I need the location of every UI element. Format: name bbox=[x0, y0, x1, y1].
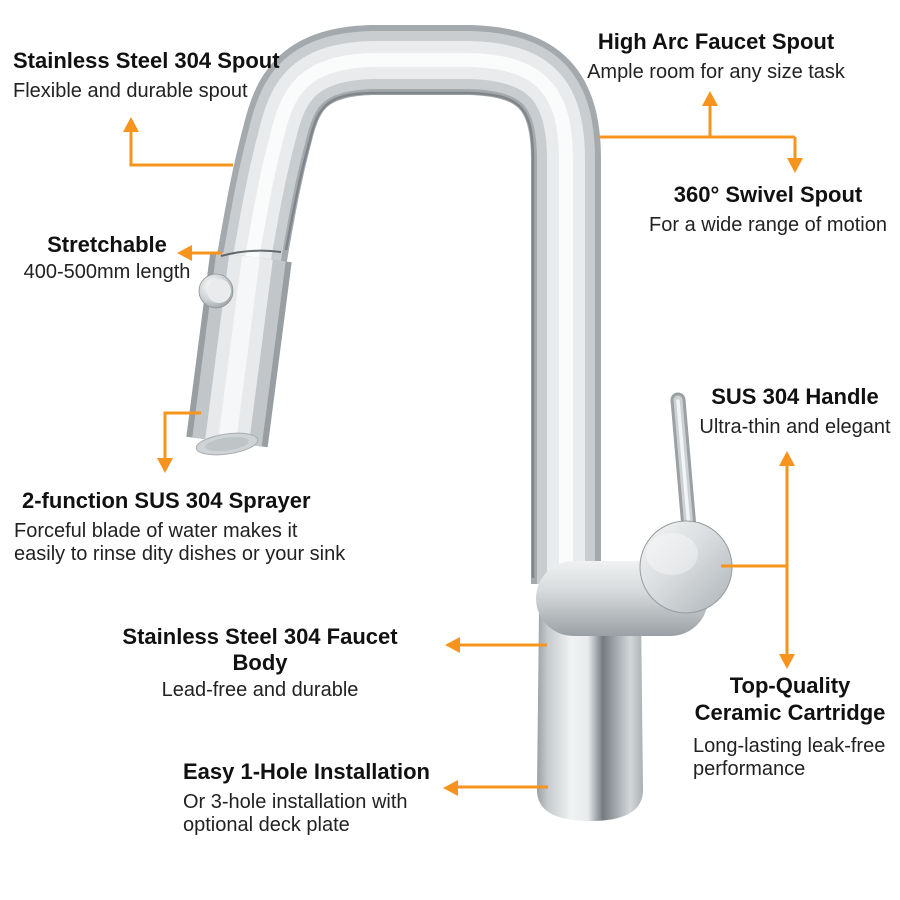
faucet-spout-tube bbox=[217, 25, 601, 584]
callout-cartridge-title: Top-Quality Ceramic Cartridge bbox=[694, 673, 886, 725]
callout-installation-desc: Or 3-hole installation with optional dec… bbox=[183, 791, 408, 836]
callout-cartridge-desc: Long-lasting leak-free performance bbox=[693, 735, 886, 780]
callout-swivel-title: 360° Swivel Spout bbox=[673, 182, 863, 207]
callout-spout-title: Stainless Steel 304 Spout bbox=[13, 48, 280, 73]
sprayer-seam-line bbox=[220, 249, 282, 257]
arrowhead-left-body bbox=[445, 637, 460, 653]
callout-faucet-body-title: Stainless Steel 304 Faucet Body bbox=[122, 624, 398, 675]
arrowhead-down-swivel bbox=[787, 158, 803, 173]
callout-stretchable-desc: 400-500mm length bbox=[23, 261, 191, 283]
callout-high-arc-desc: Ample room for any size task bbox=[587, 61, 845, 83]
arrowhead-down-cartridge bbox=[779, 654, 795, 669]
callout-handle-desc: Ultra-thin and elegant bbox=[699, 416, 891, 438]
faucet-cartridge-cap bbox=[639, 520, 733, 614]
callout-swivel-desc: For a wide range of motion bbox=[649, 214, 887, 236]
callout-spout: Stainless Steel 304 Spout Flexible and d… bbox=[13, 48, 303, 103]
callout-faucet-body: Stainless Steel 304 Faucet Body Lead-fre… bbox=[93, 624, 427, 702]
callout-cartridge: Top-Quality Ceramic Cartridge Long-lasti… bbox=[665, 672, 900, 781]
arrowhead-up-higharc bbox=[702, 91, 718, 106]
callout-handle: SUS 304 Handle Ultra-thin and elegant bbox=[667, 384, 900, 439]
callout-installation-title: Easy 1-Hole Installation bbox=[183, 759, 430, 784]
callout-faucet-body-desc: Lead-free and durable bbox=[161, 679, 359, 701]
sprayer-button bbox=[198, 273, 234, 309]
annotation-arrowheads bbox=[123, 91, 803, 796]
callout-handle-title: SUS 304 Handle bbox=[711, 384, 879, 409]
arrowhead-down-sprayer bbox=[157, 458, 173, 473]
annotation-connectors bbox=[129, 104, 797, 789]
faucet-body-column bbox=[537, 610, 643, 821]
sprayer-aerator-face bbox=[195, 432, 259, 456]
spout-connector bbox=[129, 130, 233, 167]
callout-sprayer-title: 2-function SUS 304 Sprayer bbox=[22, 488, 311, 513]
callout-sprayer: 2-function SUS 304 Sprayer Forceful blad… bbox=[14, 488, 384, 566]
faucet-handle-lever bbox=[670, 392, 697, 536]
callout-high-arc: High Arc Faucet Spout Ample room for any… bbox=[565, 29, 867, 84]
arrowhead-left-stretchable bbox=[177, 245, 192, 261]
callout-spout-desc: Flexible and durable spout bbox=[13, 80, 248, 102]
callout-swivel: 360° Swivel Spout For a wide range of mo… bbox=[640, 182, 896, 237]
callout-stretchable-title: Stretchable bbox=[47, 232, 167, 257]
arrowhead-up-spout bbox=[123, 117, 139, 132]
spout-inner-shadow-line bbox=[284, 91, 535, 578]
callout-high-arc-title: High Arc Faucet Spout bbox=[597, 29, 835, 54]
faucet-sprayer-head bbox=[186, 249, 292, 456]
arrowhead-up-handle bbox=[779, 451, 795, 466]
arrowhead-left-install bbox=[443, 780, 458, 796]
callout-installation: Easy 1-Hole Installation Or 3-hole insta… bbox=[183, 759, 453, 837]
callout-sprayer-desc: Forceful blade of water makes it easily … bbox=[14, 520, 346, 565]
callout-stretchable: Stretchable 400-500mm length bbox=[2, 232, 212, 284]
sprayer-connector bbox=[163, 411, 201, 460]
